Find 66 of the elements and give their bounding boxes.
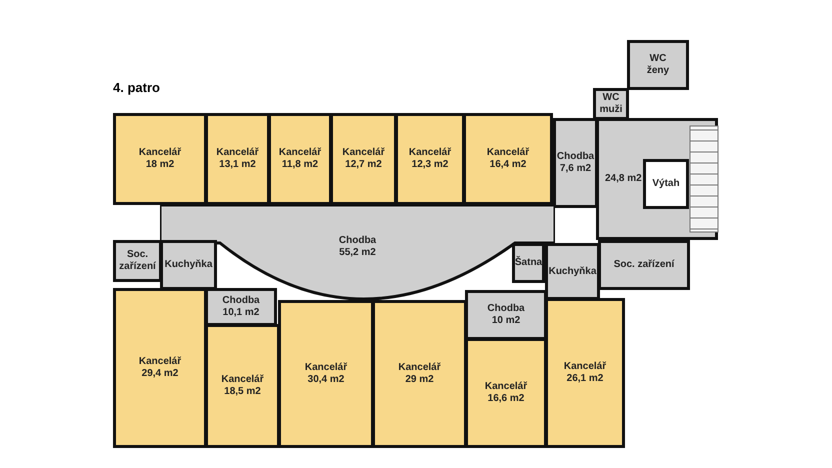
room-name: Soc. zařízení [614, 259, 674, 271]
room-name: Kancelář [221, 374, 264, 386]
restroom [598, 240, 690, 290]
stair-hall [596, 118, 718, 240]
room-area: 18,5 m2 [224, 386, 261, 398]
room-name: Výtah [652, 178, 680, 190]
room-name: Chodba [338, 235, 376, 247]
room-name: Chodba [556, 151, 594, 163]
office-room [205, 113, 270, 205]
room-area: 26,1 m2 [566, 373, 604, 385]
room-name: WC [602, 92, 620, 104]
room-name: Kuchyňka [548, 266, 596, 278]
office-room [268, 113, 332, 205]
corridor-room [465, 290, 547, 340]
restroom [113, 240, 162, 282]
restroom [627, 40, 689, 90]
office-room [278, 300, 374, 448]
room-area: 55,2 m2 [339, 247, 376, 259]
room-name: 24,8 m2 [605, 173, 642, 185]
room-area: 16,4 m2 [490, 159, 526, 171]
room-area: 30,4 m2 [308, 374, 344, 386]
room-name: Soc. zařízení [118, 249, 157, 273]
office-room [205, 324, 280, 448]
room-area: muži [600, 104, 622, 116]
room-area: 29,4 m2 [142, 368, 178, 380]
corridor-room [553, 118, 598, 208]
room-area: 18 m2 [146, 159, 174, 171]
office-room [545, 298, 625, 448]
office-room [395, 113, 465, 205]
restroom [593, 88, 629, 120]
room-name: Kancelář [216, 147, 259, 159]
room-area: 7,6 m2 [560, 163, 592, 175]
room-name: Kancelář [278, 147, 322, 159]
office-room [113, 288, 207, 448]
room-name: Kancelář [398, 362, 441, 374]
office-room [465, 338, 547, 448]
room-name: Kancelář [138, 356, 182, 368]
office-room [372, 300, 467, 448]
office-room [113, 113, 207, 205]
room-name: Kancelář [484, 381, 528, 393]
room-name: Chodba [487, 303, 525, 315]
room-area: ženy [646, 65, 670, 77]
room-name: WC [650, 53, 666, 65]
kitchenette-room [160, 240, 217, 290]
room-area: 11,8 m2 [282, 159, 318, 171]
corridor-room [205, 288, 277, 326]
room-area: 13,1 m2 [219, 159, 256, 171]
office-room [330, 113, 397, 205]
room-name: Kancelář [304, 362, 348, 374]
room-area: 16,6 m2 [488, 393, 524, 405]
elevator-shaft [643, 159, 689, 209]
room-area: 10,1 m2 [222, 307, 260, 319]
room-name: Kancelář [564, 361, 606, 373]
room-area: 12,3 m2 [412, 159, 448, 171]
floor-title: 4. patro [113, 80, 160, 95]
room-name: Kancelář [408, 147, 452, 159]
room-area: 12,7 m2 [345, 159, 382, 171]
room-name: Kuchyňka [164, 259, 212, 271]
room-area: 29 m2 [405, 374, 434, 386]
room-name: Kancelář [486, 147, 530, 159]
kitchenette-room [545, 243, 600, 300]
office-room [463, 113, 553, 205]
room-name: Kancelář [342, 147, 385, 159]
room-area: 10 m2 [492, 315, 520, 327]
room-name: Kancelář [138, 147, 182, 159]
room-name: Chodba [222, 295, 260, 307]
